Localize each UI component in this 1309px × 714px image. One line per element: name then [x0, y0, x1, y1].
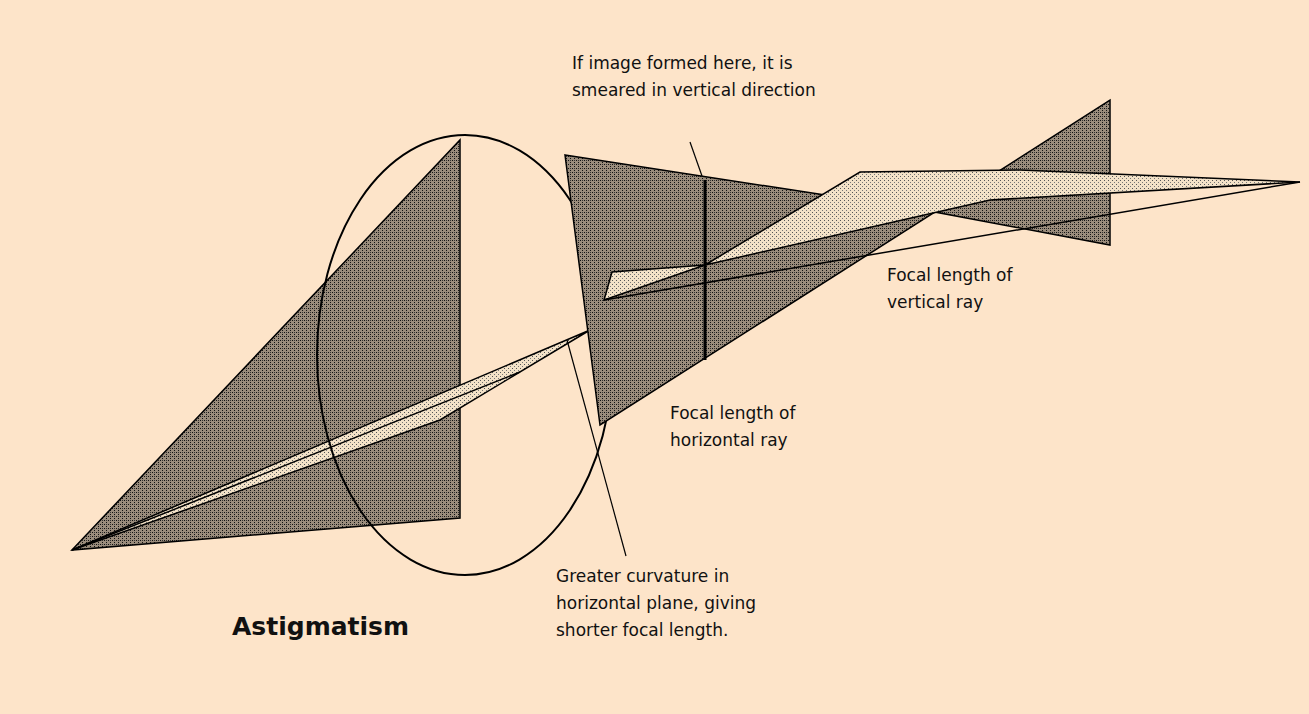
leader-line: [567, 340, 626, 556]
lens-outline: [317, 135, 613, 575]
callout-label: If image formed here, it is smeared in v…: [572, 50, 847, 104]
horizontal-ray-fan: [72, 330, 590, 550]
callout-label: Focal length of vertical ray: [887, 262, 1037, 316]
axis-line: [72, 372, 520, 550]
callout-label: Focal length of horizontal ray: [670, 400, 820, 454]
smeared-image-line: [704, 180, 707, 360]
vertical-ray-fan: [72, 140, 460, 550]
diagram-title: Astigmatism: [232, 612, 409, 641]
leader-line: [690, 142, 702, 176]
horizontal-ray-diverging: [705, 170, 1300, 265]
horizontal-ray-converging: [604, 265, 705, 300]
callout-label: Greater curvature in horizontal plane, g…: [556, 563, 771, 644]
